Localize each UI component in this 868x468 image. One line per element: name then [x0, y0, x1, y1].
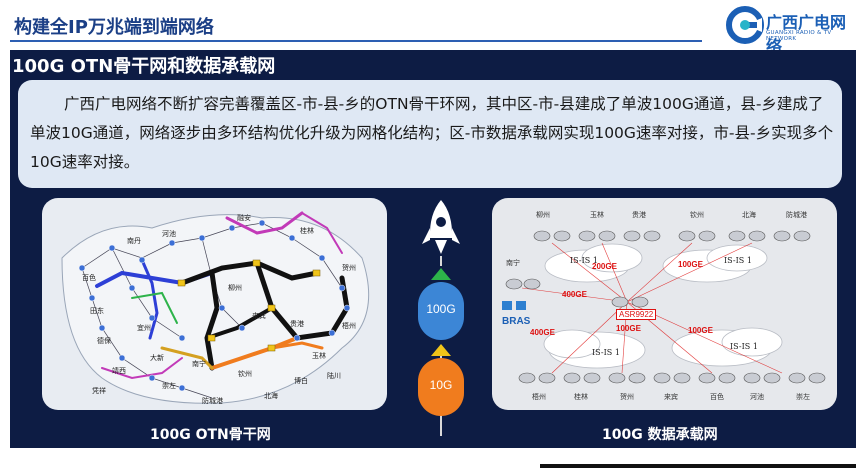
core-router-label: ASR9922 [616, 309, 657, 320]
bras-label: BRAS [502, 316, 531, 327]
header-bar: 构建全IP万兆端到端网络 广西广电网络 GUANGXI RADIO & TV N… [0, 0, 868, 56]
caption-data-network: 100G 数据承载网 [602, 427, 718, 443]
badge-100g: 100G [418, 282, 464, 340]
svg-text:宜州: 宜州 [137, 323, 151, 332]
link-label-200ge: 200GE [592, 262, 617, 271]
isis-label-4: IS-IS 1 [730, 342, 758, 351]
node-label-laibin: 来宾 [664, 393, 678, 401]
svg-text:北海: 北海 [264, 391, 278, 400]
svg-text:靖西: 靖西 [112, 366, 126, 375]
section-title: 100G OTN骨干网和数据承载网 [12, 56, 276, 77]
node-label-wuzhou: 梧州 [532, 393, 546, 401]
node-label-qinzhou: 钦州 [690, 211, 704, 219]
svg-text:大新: 大新 [150, 353, 164, 362]
logo-icon [726, 6, 764, 44]
svg-text:陆川: 陆川 [327, 371, 341, 380]
otn-map: 南丹 河池 融安 桂林贺州柳州 来宾梧州 百色 田东德保靖西 大新崇左 南宁 钦州北海防… [42, 198, 387, 410]
svg-text:崇左: 崇左 [162, 381, 176, 390]
brand-logo: 广西广电网络 GUANGXI RADIO & TV NETWORK [726, 6, 858, 56]
node-label-nanning: 南宁 [506, 259, 520, 267]
footer-strip [540, 464, 856, 468]
title-underline [10, 40, 702, 42]
svg-text:德保: 德保 [97, 336, 111, 345]
description-box: 广西广电网络不断扩容完善覆盖区-市-县-乡的OTN骨干环网，其中区-市-县建成了… [18, 80, 842, 188]
isis-label-3: IS-IS 1 [592, 348, 620, 357]
svg-text:柳州: 柳州 [228, 283, 242, 292]
link-label-400ge-2: 400GE [530, 328, 555, 337]
svg-text:桂林: 桂林 [300, 226, 314, 235]
svg-text:田东: 田东 [90, 306, 104, 315]
description-text: 广西广电网络不断扩容完善覆盖区-市-县-乡的OTN骨干环网，其中区-市-县建成了… [30, 95, 834, 171]
svg-text:博白: 博白 [294, 376, 308, 385]
link-label-100ge-mid: 100GE [616, 324, 641, 333]
svg-text:玉林: 玉林 [312, 351, 326, 360]
svg-text:梧州: 梧州 [342, 321, 356, 330]
node-label-fangchenggang: 防城港 [786, 211, 807, 219]
isis-label-2: IS-IS 1 [724, 256, 752, 265]
node-label-guigang: 贵港 [632, 211, 646, 219]
node-label-baise: 百色 [710, 393, 724, 401]
svg-text:贵港: 贵港 [290, 319, 304, 328]
svg-text:来宾: 来宾 [252, 311, 266, 320]
data-network-graphic [502, 230, 826, 384]
node-label-liuzhou: 柳州 [536, 211, 550, 219]
node-label-hezhou: 贺州 [620, 393, 634, 401]
link-label-400ge-1: 400GE [562, 290, 587, 299]
svg-text:凭祥: 凭祥 [92, 386, 106, 395]
svg-text:融安: 融安 [237, 213, 251, 222]
svg-text:贺州: 贺州 [342, 263, 356, 272]
svg-text:河池: 河池 [162, 229, 176, 238]
badge-10g-label: 10G [429, 378, 453, 392]
node-label-beihai: 北海 [742, 211, 756, 219]
svg-text:南宁: 南宁 [192, 359, 206, 368]
link-label-100ge-top: 100GE [678, 260, 703, 269]
svg-text:南丹: 南丹 [127, 236, 141, 245]
logo-subtext: GUANGXI RADIO & TV NETWORK [766, 30, 832, 42]
svg-text:防城港: 防城港 [202, 396, 223, 405]
isis-label-1: IS-IS 1 [570, 256, 598, 265]
node-label-guilin: 桂林 [574, 393, 588, 401]
node-label-yulin: 玉林 [590, 211, 604, 219]
svg-text:百色: 百色 [82, 273, 96, 282]
badge-100g-label: 100G [426, 302, 456, 316]
link-label-100ge-right: 100GE [688, 326, 713, 335]
node-label-hechi: 河池 [750, 393, 764, 401]
badge-10g: 10G [418, 358, 464, 416]
svg-text:钦州: 钦州 [238, 369, 252, 378]
data-network-diagram: 柳州 玉林 贵港 钦州 北海 防城港 南宁 梧州 桂林 贺州 来宾 百色 河池 … [492, 198, 837, 410]
page-title: 构建全IP万兆端到端网络 [14, 17, 214, 38]
caption-otn: 100G OTN骨干网 [150, 427, 271, 443]
node-label-chongzuo: 崇左 [796, 393, 810, 401]
